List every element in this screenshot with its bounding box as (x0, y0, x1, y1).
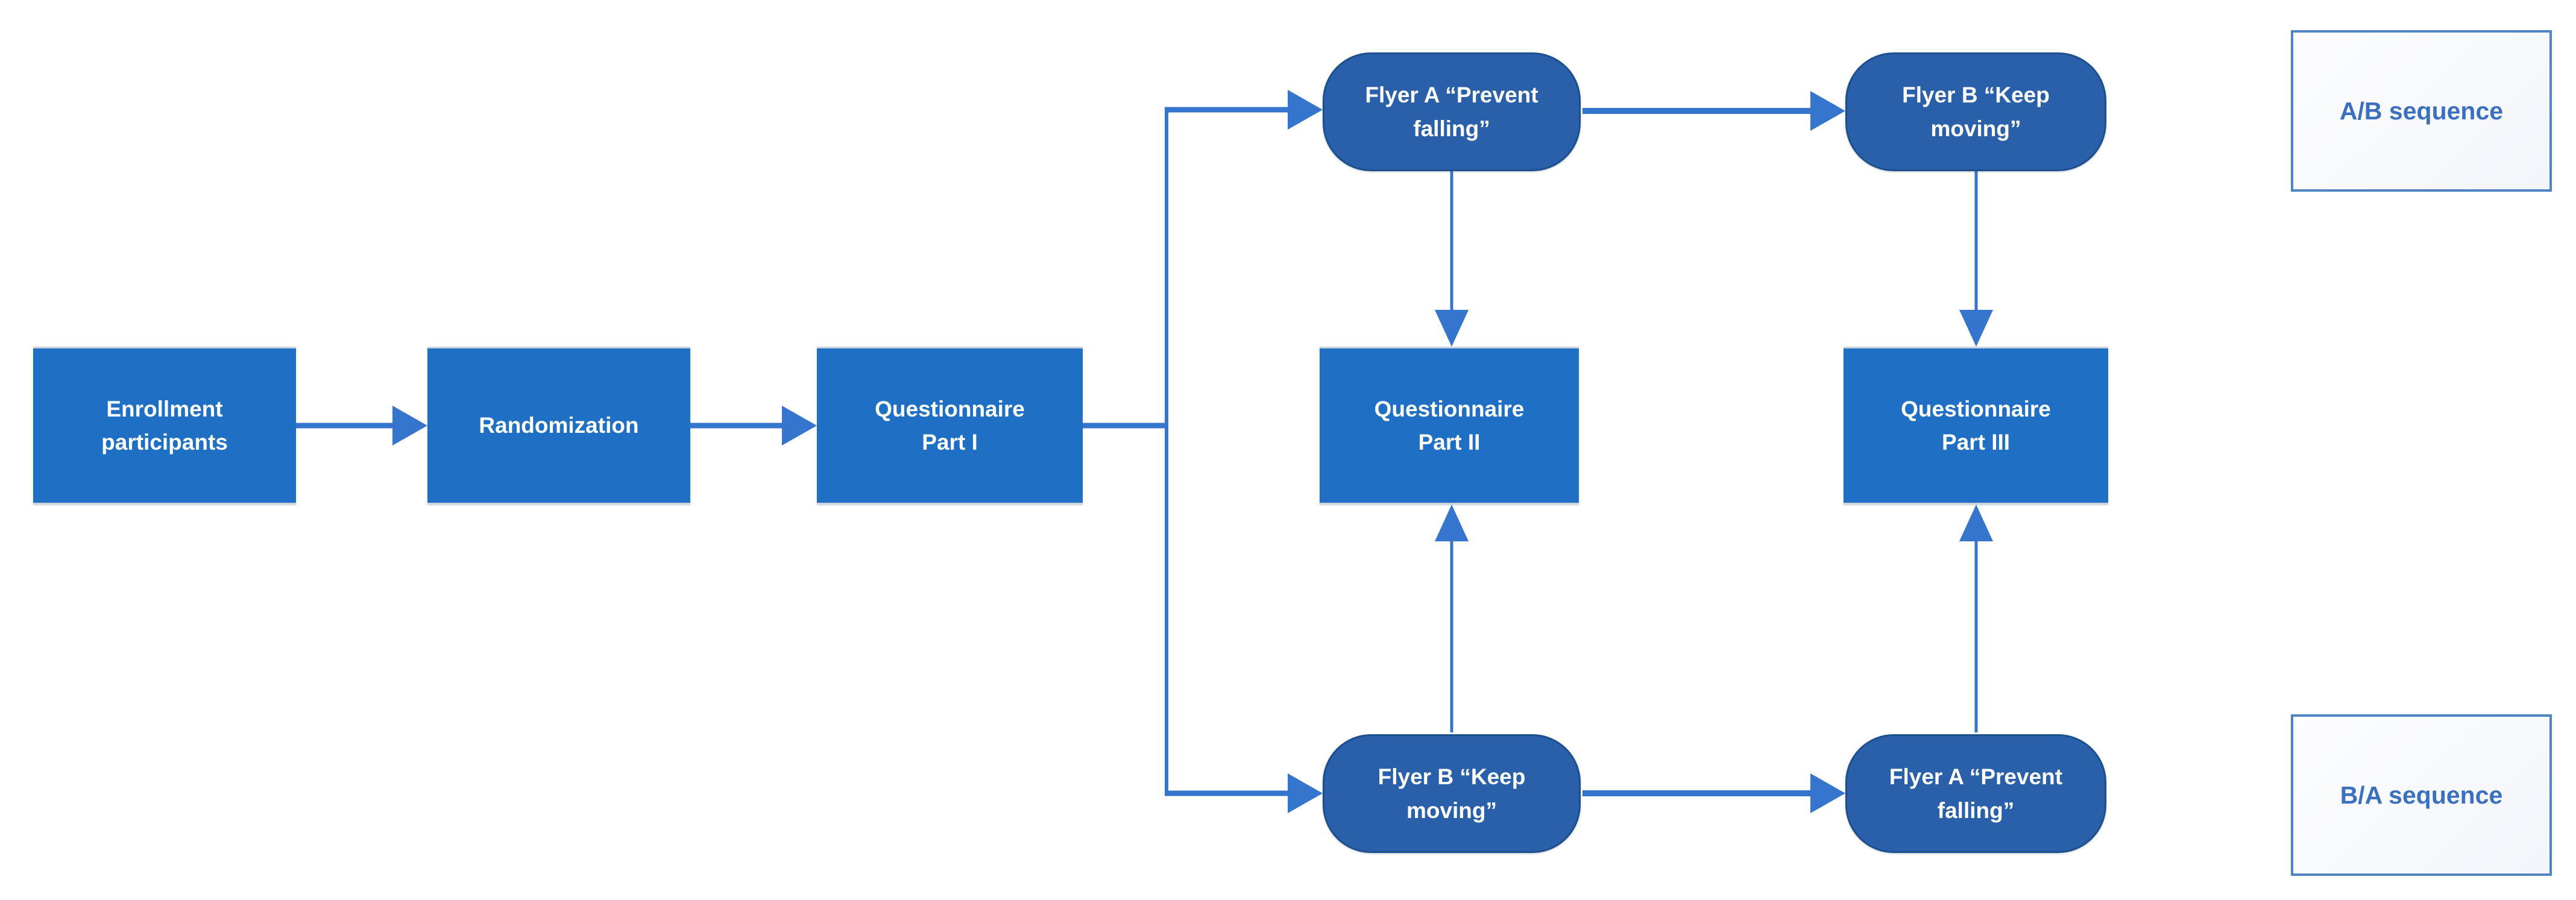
arrowhead-randomization-q1 (782, 406, 817, 445)
node-label: Flyer B “Keep moving” (1902, 83, 2050, 141)
node-label: Flyer A “Prevent falling” (1889, 764, 2063, 823)
legend-label: B/A sequence (2340, 781, 2503, 809)
legend-ba-sequence: B/A sequence (2291, 714, 2552, 876)
node-flyer-a-top: Flyer A “Prevent falling” (1323, 52, 1581, 171)
arrowhead-enrollment-randomization (392, 406, 427, 445)
node-label: Questionnaire Part II (1374, 396, 1525, 455)
node-questionnaire-part-2: Questionnaire Part II (1320, 347, 1579, 505)
node-flyer-b-bottom: Flyer B “Keep moving” (1323, 734, 1581, 853)
node-label: Questionnaire Part III (1901, 396, 2051, 455)
node-flyer-b-top: Flyer B “Keep moving” (1845, 52, 2106, 171)
node-enrollment: Enrollment participants (33, 347, 296, 505)
node-questionnaire-part-1: Questionnaire Part I (817, 347, 1083, 505)
arrowhead-flyer-a-bottom-q3 (1959, 505, 1993, 541)
node-label: Flyer B “Keep moving” (1378, 764, 1526, 823)
legend-label: A/B sequence (2339, 96, 2504, 125)
arrowhead-branch-flyer-a-top (1288, 90, 1323, 130)
node-questionnaire-part-3: Questionnaire Part III (1844, 347, 2108, 505)
node-flyer-a-bottom: Flyer A “Prevent falling” (1845, 734, 2106, 853)
legend-ab-sequence: A/B sequence (2291, 30, 2552, 192)
arrowhead-flyer-b-top-q3 (1959, 310, 1993, 347)
arrowhead-branch-flyer-b-bottom (1288, 773, 1323, 813)
node-label: Flyer A “Prevent falling” (1365, 83, 1538, 141)
arrowhead-flyer-a-top-flyer-b-top (1810, 91, 1845, 131)
arrowhead-flyer-b-bottom-q2 (1435, 505, 1469, 541)
node-label: Enrollment participants (101, 396, 228, 455)
node-randomization: Randomization (427, 347, 690, 505)
node-label: Randomization (479, 413, 639, 438)
arrowhead-flyer-b-bottom-flyer-a-bottom (1810, 773, 1845, 813)
arrowhead-flyer-a-top-q2 (1435, 310, 1469, 347)
node-label: Questionnaire Part I (875, 396, 1025, 455)
